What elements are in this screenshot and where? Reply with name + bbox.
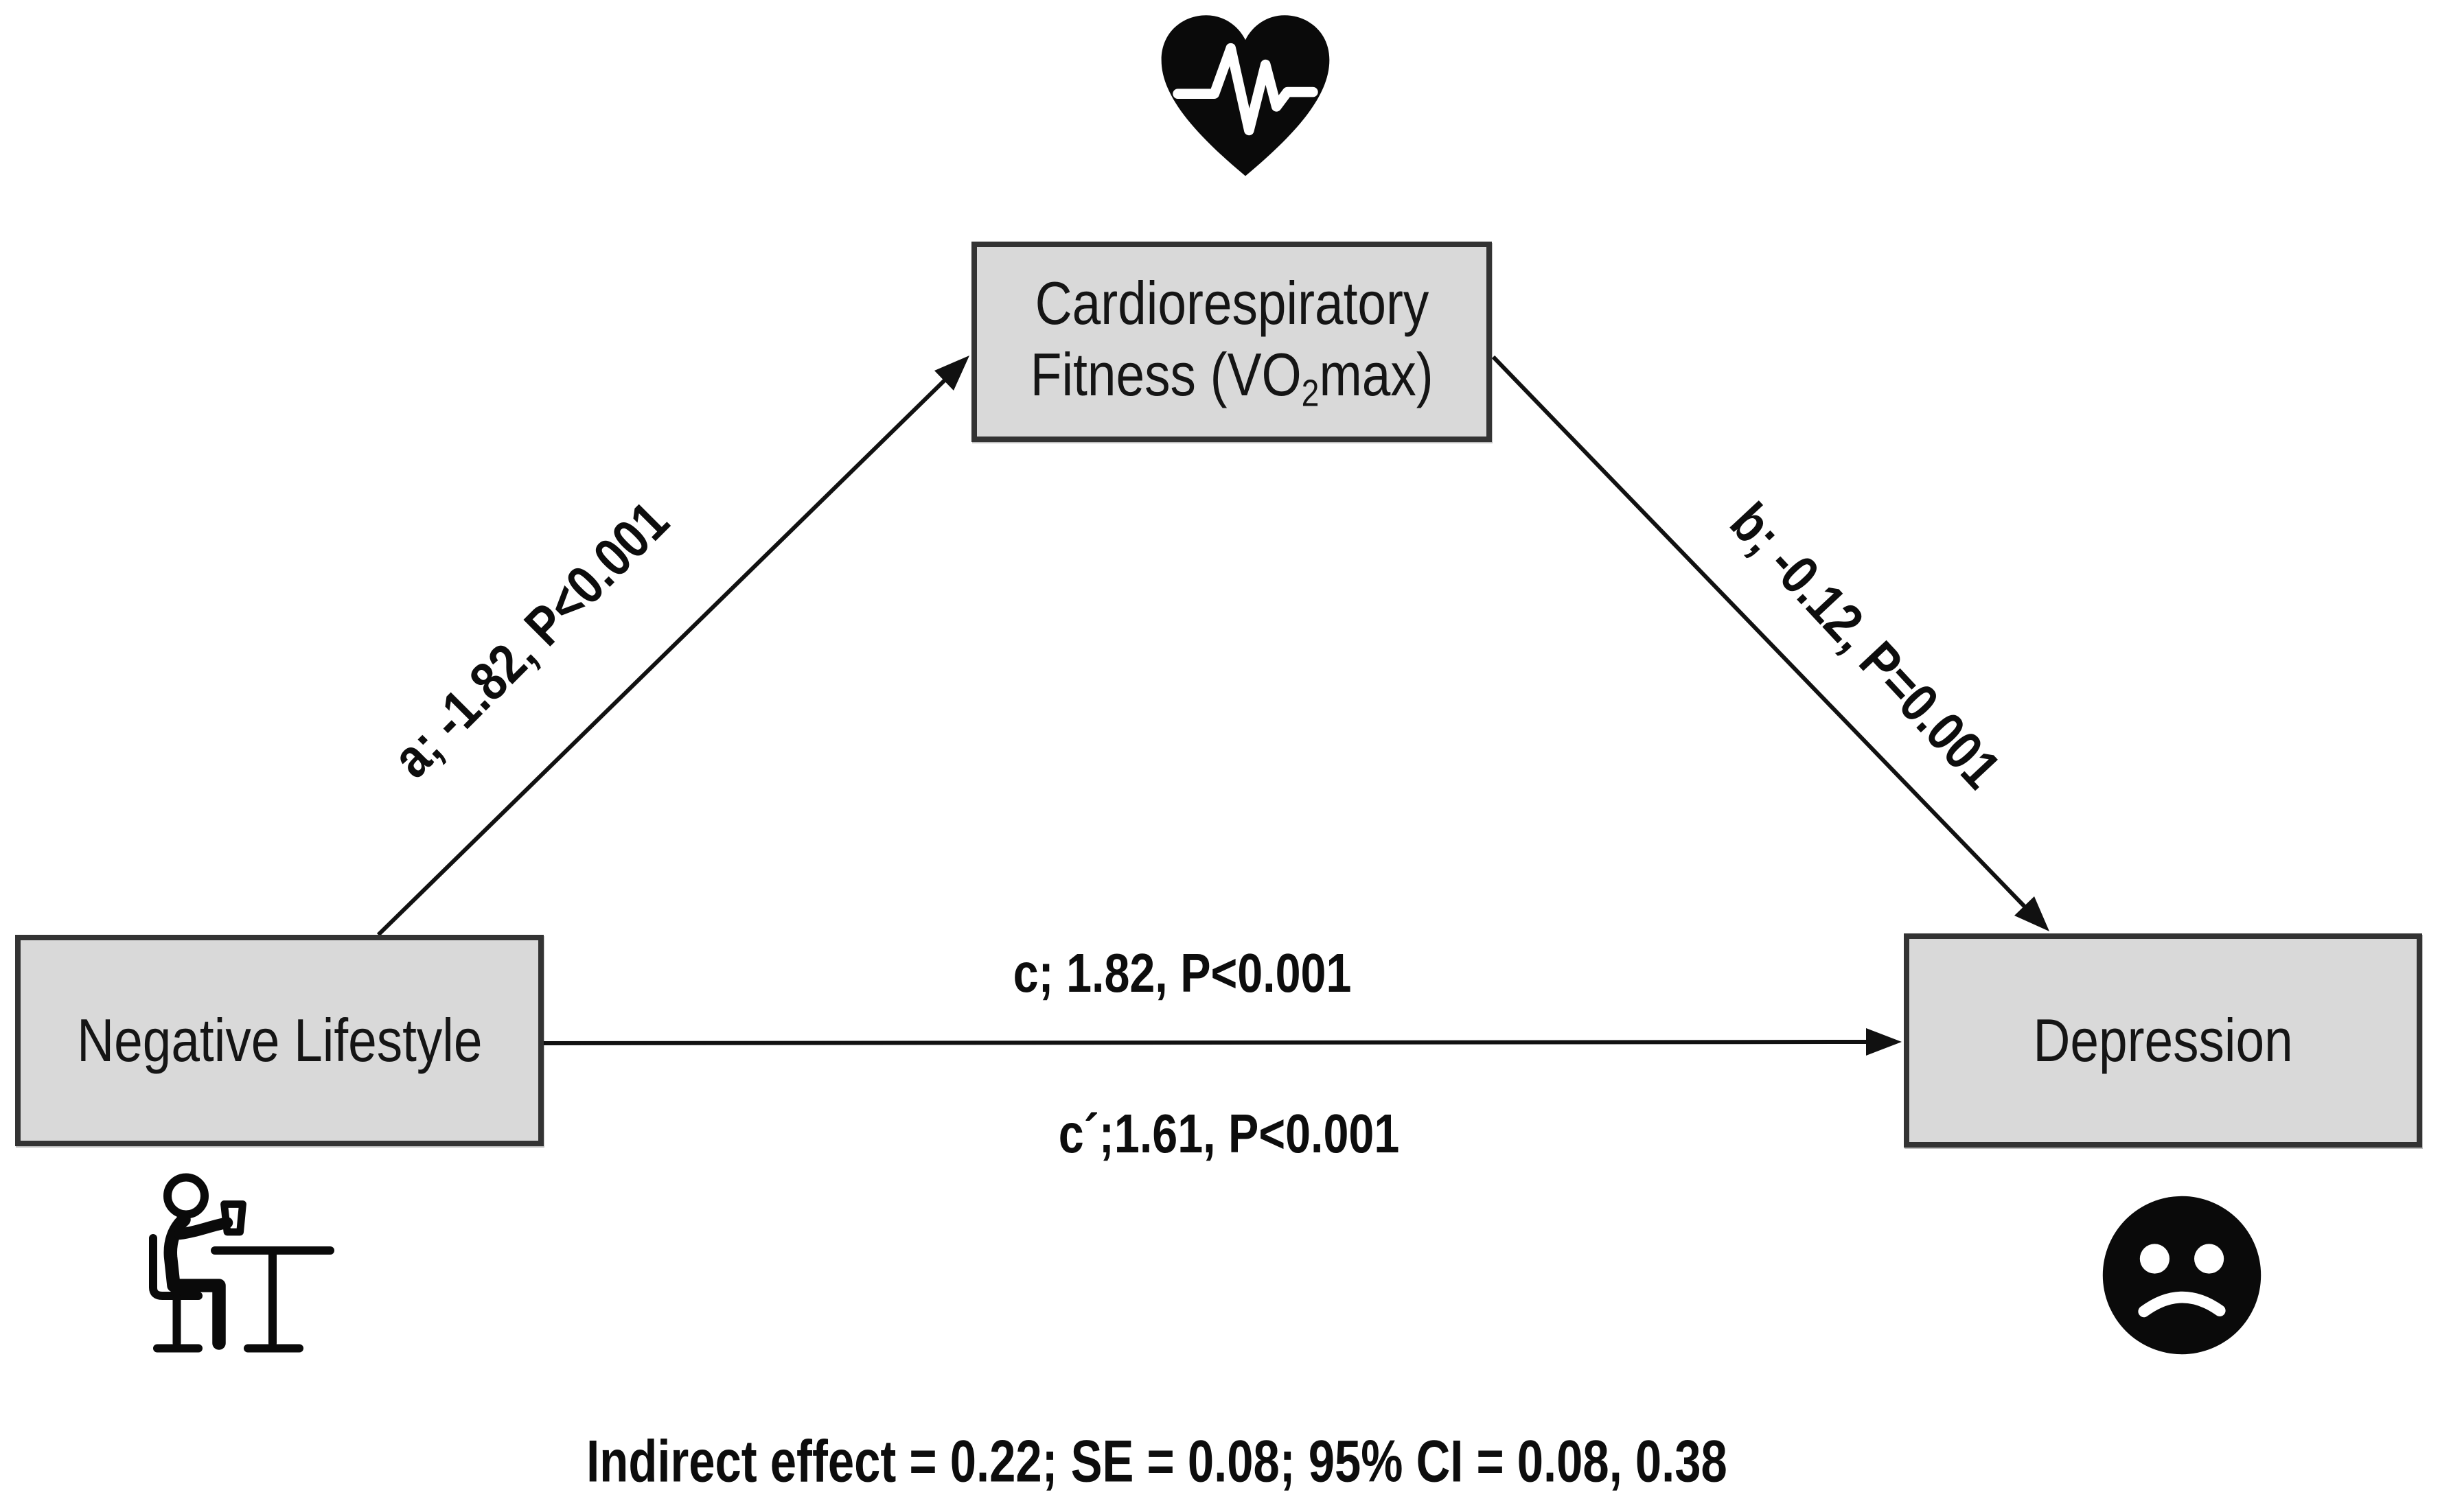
path-a-arrowhead: [934, 356, 969, 391]
mediator-label-line2: Fitness (VO2max): [1030, 340, 1434, 415]
path-c-prime-label: c´;1.61, P<0.001: [1058, 1103, 1400, 1164]
outcome-box: Depression: [1904, 933, 2422, 1148]
predictor-label: Negative Lifestyle: [76, 1006, 483, 1075]
heart-pulse-icon: [1154, 9, 1337, 186]
predictor-box: Negative Lifestyle: [15, 935, 544, 1146]
path-a-line: [376, 377, 948, 937]
path-b-arrowhead: [2014, 896, 2049, 931]
sedentary-person-icon: [141, 1168, 336, 1374]
path-b-line: [1491, 355, 2029, 911]
path-c-label: c; 1.82, P<0.001: [1013, 942, 1352, 1003]
mediator-box: Cardiorespiratory Fitness (VO2max): [971, 242, 1492, 442]
path-c-line: [543, 1040, 1869, 1045]
outcome-label: Depression: [2033, 1006, 2293, 1075]
sad-face-icon: [2099, 1193, 2264, 1358]
indirect-effect-note: Indirect effect = 0.22; SE = 0.08; 95% C…: [586, 1428, 1727, 1495]
mediator-label-line1: Cardiorespiratory: [1035, 269, 1429, 338]
path-c-arrowhead: [1866, 1028, 1902, 1056]
vo2-subscript: 2: [1301, 372, 1320, 415]
